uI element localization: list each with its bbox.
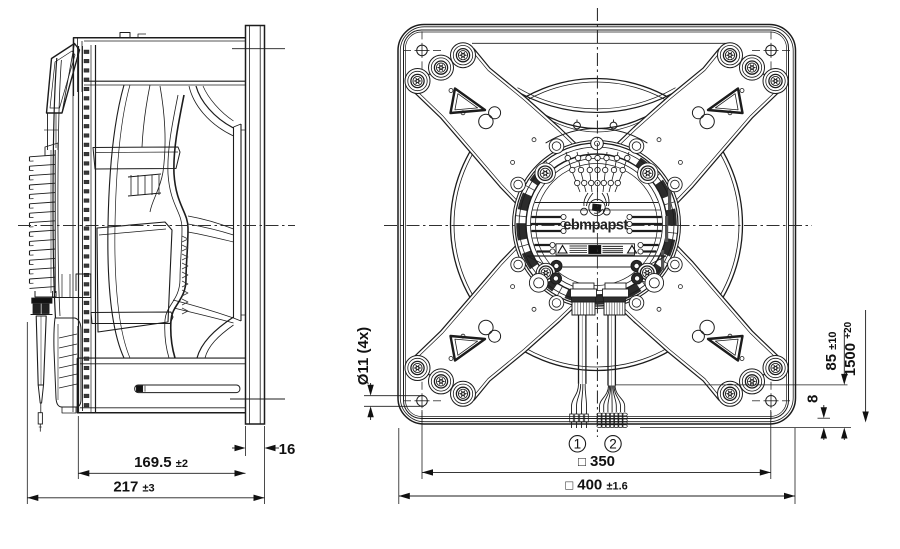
svg-text:1: 1 — [574, 437, 582, 452]
svg-text:8: 8 — [805, 395, 822, 403]
svg-text:169.5 ±2: 169.5 ±2 — [134, 454, 188, 471]
svg-text:Ø11 (4x): Ø11 (4x) — [355, 327, 372, 385]
svg-text:85 ±10: 85 ±10 — [823, 331, 840, 370]
svg-text:□ 400 ±1.6: □ 400 ±1.6 — [565, 477, 628, 494]
svg-text:16: 16 — [279, 441, 296, 458]
svg-text:□ 350: □ 350 — [578, 453, 615, 470]
svg-text:217 ±3: 217 ±3 — [113, 479, 154, 496]
svg-text:2: 2 — [609, 437, 617, 452]
